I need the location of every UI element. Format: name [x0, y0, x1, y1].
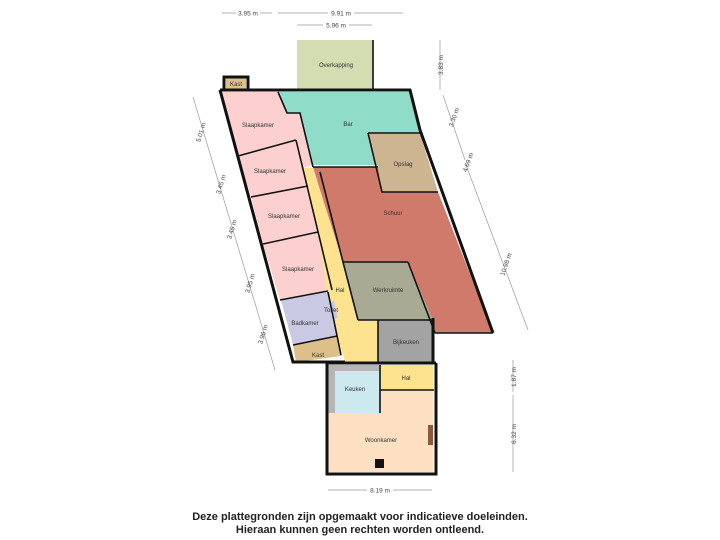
room-hal-corridor	[302, 168, 378, 362]
dim-top-overkapping: 5.96 m	[326, 23, 346, 30]
room-toilet	[322, 301, 338, 320]
dim-right-woonkamer: 6.32 m	[511, 424, 518, 444]
label-bar: Bar	[343, 122, 352, 128]
label-toilet: Toilet	[324, 308, 338, 314]
room-keuken-counter	[327, 365, 380, 413]
dim-bottom-width: 8.19 m	[370, 488, 390, 495]
label-hal-corridor: Hal	[335, 288, 344, 294]
room-werkruimte	[343, 262, 433, 320]
room-opslag	[368, 133, 438, 192]
room-keuken	[335, 371, 380, 413]
disclaimer-line-1: Deze plattegronden zijn opgemaakt voor i…	[192, 511, 528, 523]
label-bijkeuken: Bijkeuken	[393, 340, 419, 346]
label-opslag: Opslag	[393, 162, 412, 168]
room-slaapkamer-2	[238, 140, 308, 197]
label-schuur: Schuur	[383, 211, 402, 217]
dim-right-opslag: 4.69 m	[462, 152, 475, 173]
room-overkapping	[297, 40, 373, 90]
dim-top-left: 3.95 m	[238, 11, 258, 18]
label-kast-bottom: Kast	[312, 353, 324, 359]
room-slaapkamer-1	[220, 92, 312, 168]
dim-left-5: 3.96 m	[257, 324, 270, 345]
room-hal-bottom	[380, 365, 433, 390]
dim-top-total: 9.91 m	[331, 11, 351, 18]
walls	[218, 40, 495, 476]
dimension-lines	[192, 12, 529, 491]
disclaimer-line-2: Hieraan kunnen geen rechten worden ontle…	[235, 524, 485, 536]
label-overkapping: Overkapping	[319, 63, 353, 69]
label-slaapkamer-1: Slaapkamer	[242, 123, 274, 129]
dim-left-4: 3.95 m	[244, 273, 257, 294]
room-schuur	[313, 167, 493, 333]
label-slaapkamer-2: Slaapkamer	[254, 169, 286, 175]
room-woonkamer	[327, 390, 433, 472]
dim-right-schuur: 10.98 m	[499, 252, 513, 276]
label-woonkamer: Woonkamer	[365, 438, 397, 444]
room-kast-top	[226, 78, 246, 90]
dim-left-3: 3.45 m	[226, 219, 239, 240]
label-kast-top: Kast	[230, 82, 242, 88]
room-bar	[278, 92, 420, 165]
dim-right-hal: 1.87 m	[511, 367, 518, 387]
dim-right-bar: 3.30 m	[448, 107, 461, 128]
label-slaapkamer-4: Slaapkamer	[282, 267, 314, 273]
label-keuken: Keuken	[345, 387, 365, 393]
label-werkruimte: Werkruimte	[373, 288, 404, 294]
room-slaapkamer-3	[251, 186, 318, 244]
label-hal-bottom: Hal	[401, 376, 410, 382]
label-slaapkamer-3: Slaapkamer	[268, 214, 300, 220]
room-slaapkamer-4	[263, 232, 332, 300]
dim-right-overkapping: 3.83 m	[438, 55, 445, 75]
label-badkamer: Badkamer	[291, 321, 318, 327]
room-bijkeuken	[378, 320, 433, 362]
